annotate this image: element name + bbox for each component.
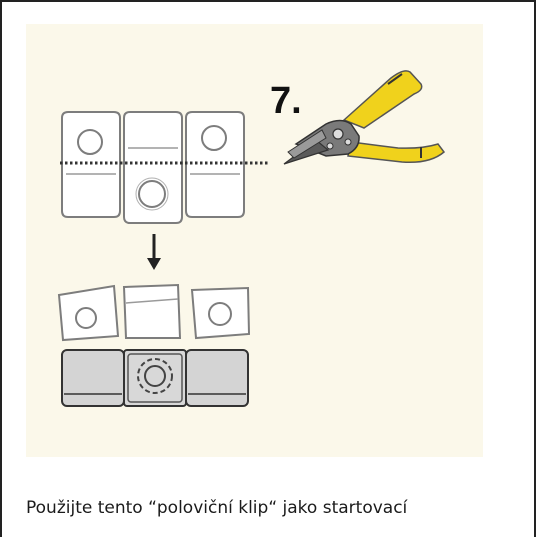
tin-snips-icon <box>283 70 446 165</box>
instruction-illustration: 7. <box>26 24 483 457</box>
step-number: 7. <box>270 80 302 122</box>
base-row <box>61 349 249 407</box>
cut-pieces-row <box>57 283 251 342</box>
cutting-diagram <box>57 70 446 407</box>
caption-text: Použijte tento “poloviční klip“ jako sta… <box>26 498 408 518</box>
arrow-down-icon <box>147 234 161 270</box>
